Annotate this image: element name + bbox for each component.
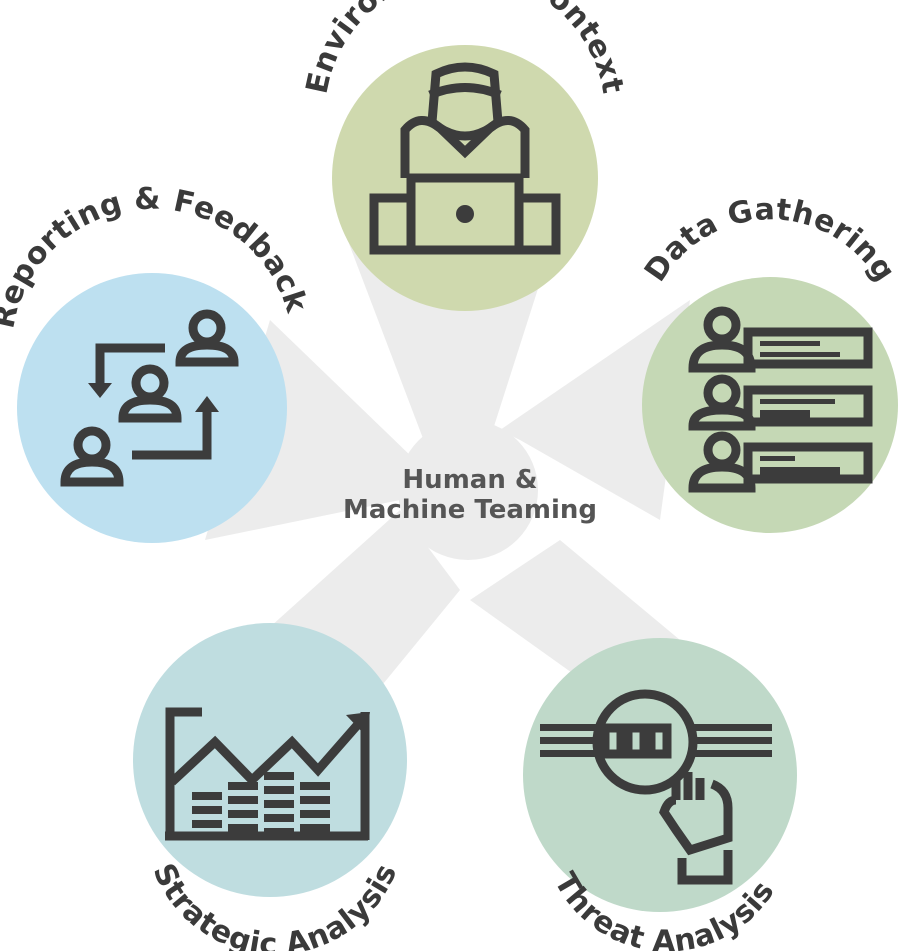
center-title-line1: Human & <box>402 465 537 495</box>
reporting-feedback-circle <box>17 273 287 543</box>
people-exchange-icon <box>60 309 239 487</box>
data-gathering-label: Data Gathering <box>638 192 902 288</box>
petal-data-gathering <box>500 300 690 520</box>
magnifier-hand-icon <box>540 689 772 885</box>
threat-analysis-circle <box>523 638 797 912</box>
people-records-icon <box>688 306 873 493</box>
trend-chart-icon <box>165 707 370 841</box>
center-title-line2: Machine Teaming <box>343 495 597 525</box>
data-gathering-circle <box>642 277 898 533</box>
person-laptop-icon <box>369 62 561 255</box>
